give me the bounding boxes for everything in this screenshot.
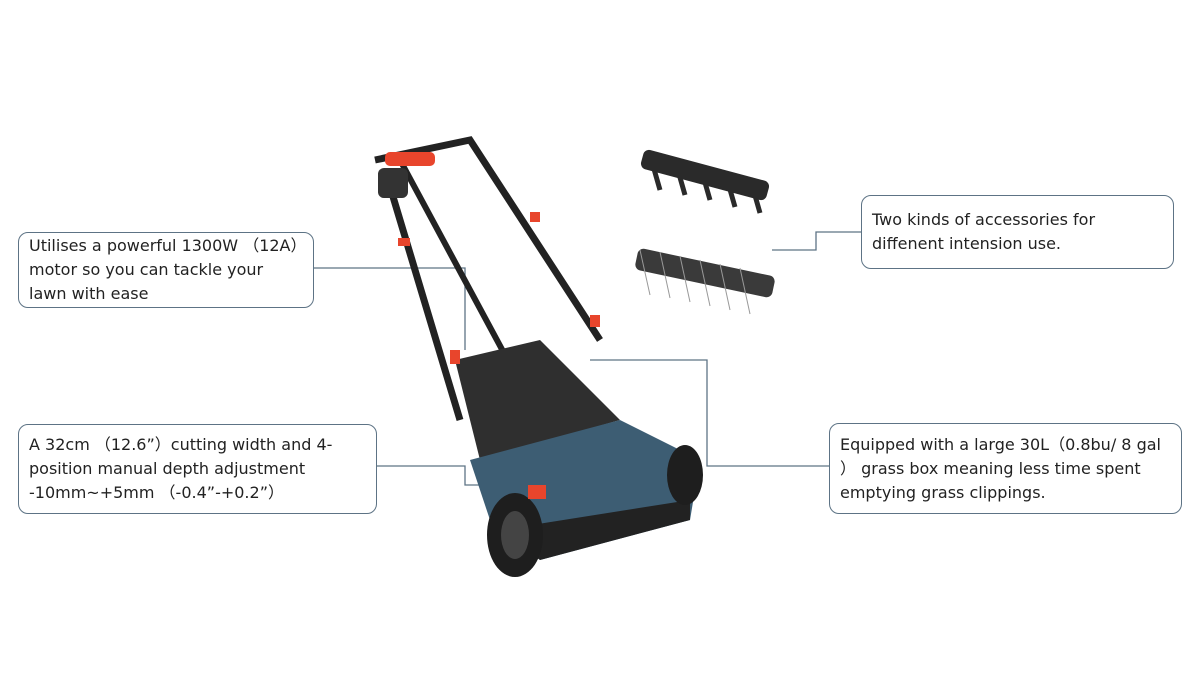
motor-callout: Utilises a powerful 1300W （12A）motor so … xyxy=(18,232,314,308)
grass-box-callout: Equipped with a large 30L（0.8bu/ 8 gal ）… xyxy=(829,423,1182,514)
spring-rake-roller-image xyxy=(635,248,775,315)
accessories-callout: Two kinds of accessories for diffenent i… xyxy=(861,195,1174,269)
connector-lines xyxy=(313,231,861,486)
cutting-width-callout: A 32cm （12.6”）cutting width and 4-positi… xyxy=(18,424,377,514)
lawn-scarifier-image xyxy=(374,136,703,577)
tine-roller-image xyxy=(640,149,770,214)
